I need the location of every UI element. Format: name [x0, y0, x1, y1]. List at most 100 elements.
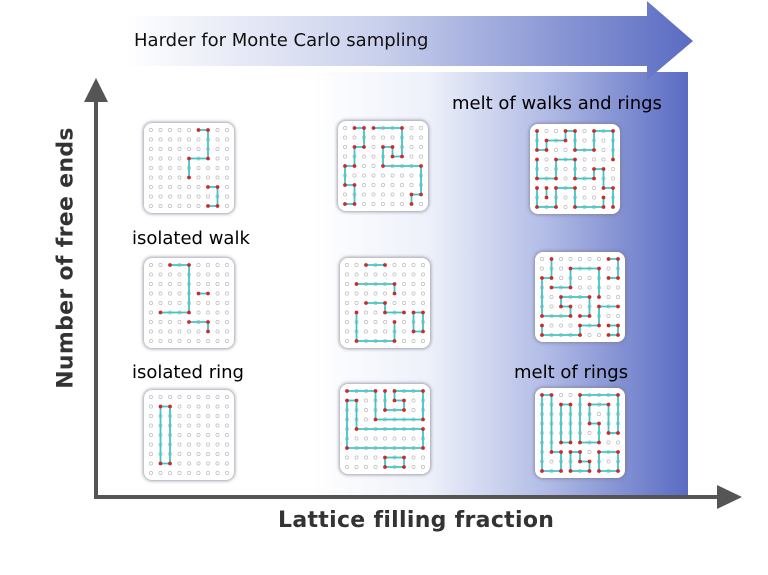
lattice-empty-site [582, 138, 587, 143]
monomer-site [535, 148, 539, 152]
monomer-site [549, 450, 554, 454]
polymer-walk [347, 390, 424, 421]
lattice-empty-site [592, 195, 596, 200]
monomer-site [168, 461, 172, 466]
monomer-site [354, 427, 359, 431]
lattice-empty-site [168, 156, 172, 161]
lattice-svg [535, 129, 615, 209]
lattice-empty-site [187, 204, 191, 208]
lattice-empty-site [419, 202, 423, 206]
lattice-empty-site [196, 204, 201, 208]
monomer-site [597, 469, 601, 473]
lattice-empty-site [215, 137, 220, 142]
monomer-site [383, 408, 387, 412]
monomer-site [568, 402, 573, 407]
monomer-site [568, 450, 573, 454]
lattice-empty-site [597, 257, 601, 261]
lattice-empty-site [343, 145, 347, 149]
lattice-empty-site [187, 194, 191, 199]
label-isolated-walk: isolated walk [132, 228, 250, 249]
lattice-empty-site [158, 185, 163, 189]
lattice-empty-site [563, 167, 568, 171]
monomer-site [597, 323, 601, 328]
lattice-empty-site [364, 408, 368, 412]
monomer-site [187, 320, 191, 324]
lattice-empty-site [421, 272, 425, 277]
monomer-site [616, 431, 620, 435]
lattice-empty-site [225, 166, 229, 170]
lattice-empty-site [196, 329, 201, 334]
monomer-site [168, 404, 172, 409]
lattice-empty-site [149, 433, 153, 437]
x-axis-label: Lattice filling fraction [278, 508, 555, 533]
lattice-empty-site [187, 452, 191, 456]
polymer-walk [536, 130, 614, 160]
lattice-empty-site [582, 186, 587, 190]
lattice-empty-site [177, 204, 182, 208]
lattice-empty-site [392, 263, 397, 267]
lattice-empty-site [196, 147, 201, 151]
lattice-empty-site [540, 266, 544, 271]
monomer-site [573, 148, 577, 152]
lattice-empty-site [206, 310, 210, 315]
monomer-site [419, 192, 423, 197]
monomer-site [158, 404, 163, 409]
monomer-site [578, 450, 582, 454]
monomer-site [411, 310, 416, 315]
lattice-empty-site [402, 329, 406, 334]
lattice-empty-site [177, 137, 182, 142]
monomer-site [187, 310, 191, 315]
lattice-empty-site [215, 272, 220, 277]
monomer-site [606, 402, 611, 407]
lattice-empty-site [215, 471, 220, 475]
lattice-empty-site [568, 323, 573, 328]
monomer-site [402, 455, 406, 460]
monomer-site [421, 389, 425, 393]
lattice-empty-site [215, 263, 220, 267]
lattice-empty-site [419, 154, 423, 159]
lattice-empty-site [177, 282, 182, 286]
monomer-site [206, 204, 210, 208]
lattice-walk-high [530, 124, 620, 214]
lattice-empty-site [364, 465, 368, 469]
lattice-empty-site [187, 185, 191, 189]
lattice-empty-site [225, 156, 229, 161]
monomer-site [362, 126, 366, 130]
lattice-empty-site [402, 291, 406, 296]
lattice-empty-site [225, 452, 229, 456]
lattice-empty-site [409, 183, 414, 187]
monomer-site [354, 310, 359, 315]
lattice-empty-site [381, 183, 385, 187]
lattice-empty-site [158, 166, 163, 170]
monomer-site [606, 257, 611, 261]
lattice-empty-site [616, 314, 620, 318]
lattice-empty-site [402, 272, 406, 277]
lattice-empty-site [177, 320, 182, 324]
lattice-empty-site [206, 423, 210, 428]
lattice-empty-site [187, 339, 191, 343]
lattice-empty-site [364, 291, 368, 296]
lattice-empty-site [196, 471, 201, 475]
monomer-site [578, 323, 582, 328]
lattice-empty-site [149, 185, 153, 189]
lattice-empty-site [345, 465, 349, 469]
monomer-site [409, 202, 414, 206]
x-axis-arrowhead [717, 485, 742, 509]
monomer-site [611, 186, 615, 190]
lattice-empty-site [215, 320, 220, 324]
lattice-empty-site [419, 135, 423, 140]
lattice-empty-site [373, 436, 378, 441]
lattice-empty-site [215, 423, 220, 428]
monomer-site [578, 333, 582, 337]
lattice-empty-site [597, 412, 601, 416]
monomer-site [373, 389, 378, 393]
monomer-site [554, 186, 558, 190]
lattice-empty-site [371, 192, 376, 197]
lattice-empty-site [206, 433, 210, 437]
lattice-empty-site [421, 263, 425, 267]
lattice-empty-site [187, 471, 191, 475]
lattice-empty-site [345, 339, 349, 343]
lattice-empty-site [149, 128, 153, 132]
lattice-empty-site [206, 461, 210, 466]
lattice-empty-site [411, 339, 416, 343]
